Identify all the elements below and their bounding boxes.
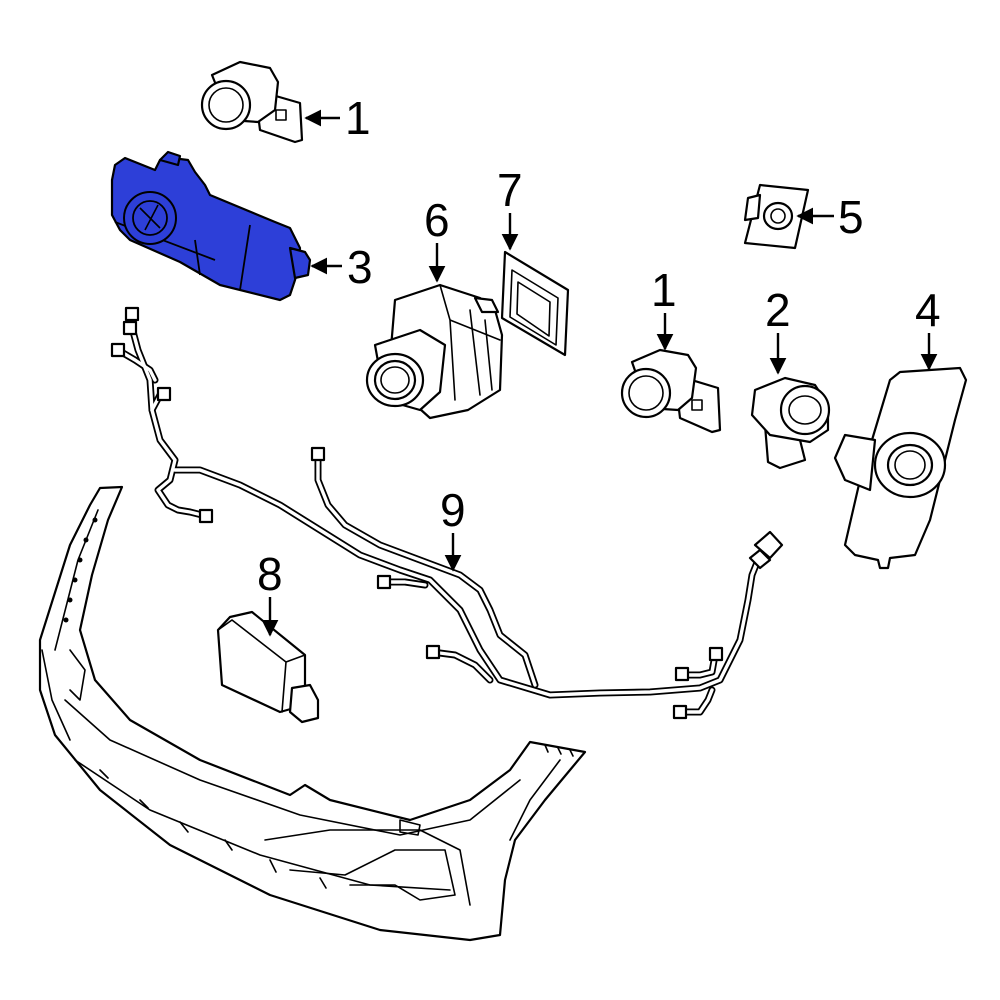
parking-sensor-top [200, 60, 304, 144]
parking-sensor-alt [750, 376, 831, 470]
bumper-cover [38, 485, 587, 942]
callout-9: 9 [440, 484, 466, 536]
sensor-retainer [833, 366, 968, 570]
callout-5: 5 [838, 191, 864, 243]
callout-1-mid: 1 [651, 264, 677, 316]
callout-3: 3 [347, 241, 373, 293]
gasket [500, 250, 570, 357]
control-module [216, 610, 320, 724]
callout-6: 6 [424, 194, 450, 246]
callout-8: 8 [257, 548, 283, 600]
callout-4: 4 [915, 284, 941, 336]
bracket-highlighted [110, 150, 312, 302]
callout-leaders [261, 109, 938, 637]
adhesive-pad [743, 183, 810, 250]
callout-1-top: 1 [345, 92, 371, 144]
parking-sensor-mid [620, 348, 722, 434]
callout-labels: 1 1 2 3 4 5 6 7 8 9 [257, 92, 941, 600]
callout-2: 2 [765, 284, 791, 336]
callout-7: 7 [497, 164, 523, 216]
wiring-harness [110, 306, 784, 720]
camera-unit [365, 283, 504, 420]
